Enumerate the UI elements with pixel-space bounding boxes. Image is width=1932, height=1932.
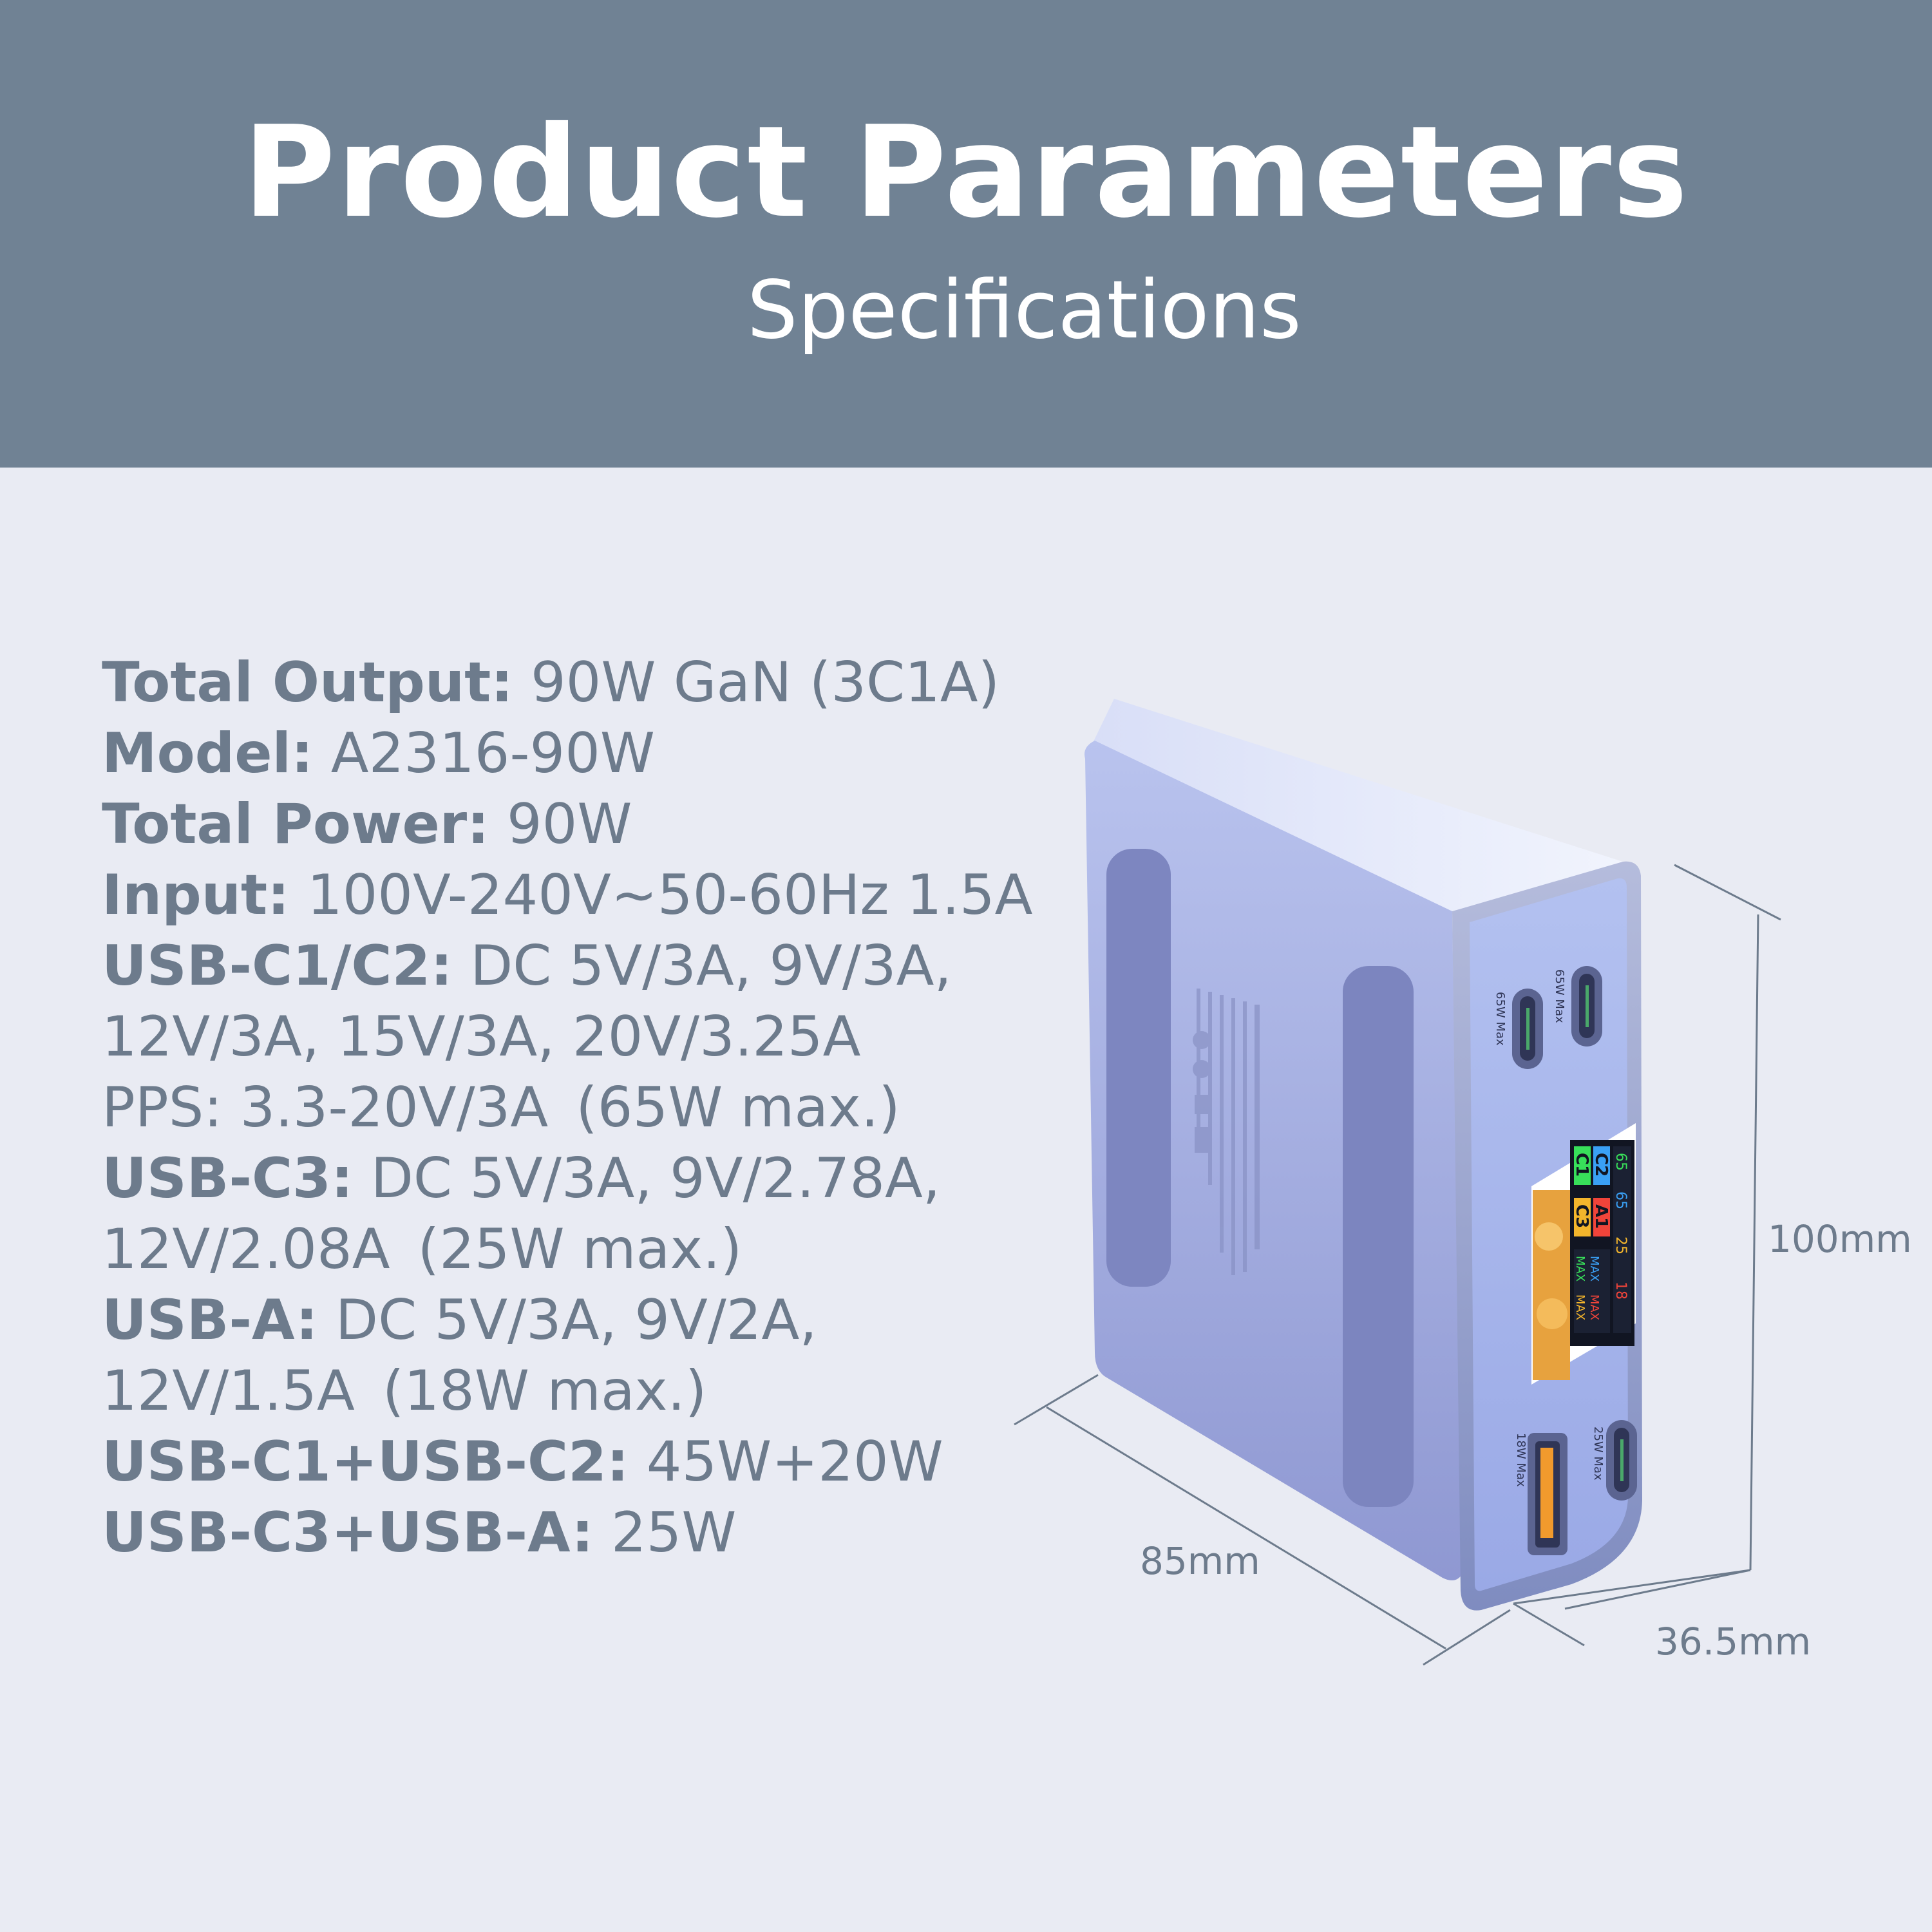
dimension-height-label: 100mm [1768, 1217, 1912, 1261]
spec-label: USB-C1+USB-C2: [102, 1430, 629, 1494]
spec-label: USB-C1/C2: [102, 934, 453, 998]
spec-value: DC 5V/3A, 9V/3A, [452, 934, 952, 998]
spec-label: Input: [102, 863, 290, 927]
spec-line: USB-C3: DC 5V/3A, 9V/2.78A, [102, 1143, 1036, 1214]
spec-label: Model: [102, 721, 314, 786]
spec-value: 25W [593, 1501, 737, 1565]
spec-line: 12V/3A, 15V/3A, 20V/3.25A [102, 1001, 1036, 1072]
display-port-a1: A1 [1591, 1204, 1611, 1229]
display-watts-c1: 65 [1613, 1153, 1629, 1171]
spec-label: USB-C3+USB-A: [102, 1501, 594, 1565]
display-tag-c2: MAX [1587, 1256, 1601, 1282]
spec-value: DC 5V/3A, 9V/2A, [317, 1288, 817, 1352]
usb-c2-port [1512, 989, 1543, 1069]
dimension-length-label: 85mm [1140, 1539, 1260, 1583]
display-watts-c3: 25 [1613, 1236, 1629, 1255]
spec-line: USB-C1+USB-C2: 45W+20W [102, 1426, 1036, 1497]
spec-line: PPS: 3.3-20V/3A (65W max.) [102, 1072, 1036, 1143]
spec-label: USB-A: [102, 1288, 318, 1352]
spec-line: USB-C1/C2: DC 5V/3A, 9V/3A, [102, 931, 1036, 1001]
usb-c3-port [1606, 1420, 1637, 1501]
spec-line: USB-A: DC 5V/3A, 9V/2A, [102, 1285, 1036, 1356]
display-tag-a1: MAX [1587, 1294, 1601, 1320]
page-title: Product Parameters [243, 99, 1689, 246]
spec-label: Total Power: [102, 792, 489, 857]
spec-line: USB-C3+USB-A: 25W [102, 1497, 1036, 1568]
port-label-c3: 25W Max [1591, 1426, 1605, 1481]
spec-value: A2316-90W [313, 721, 655, 786]
usb-a-port [1528, 1433, 1567, 1555]
display-row-a1 [1593, 1198, 1610, 1236]
display-port-c1: C1 [1572, 1153, 1591, 1177]
display-tag-c1: MAX [1573, 1256, 1587, 1282]
spec-value: PPS: 3.3-20V/3A (65W max.) [102, 1075, 900, 1140]
spec-value: 12V/2.08A (25W max.) [102, 1217, 743, 1282]
spec-value: 12V/1.5A (18W max.) [102, 1359, 707, 1423]
spec-line: Model: A2316-90W [102, 718, 1036, 789]
port-label-c2: 65W Max [1493, 992, 1507, 1046]
spec-list: Total Output: 90W GaN (3C1A) Model: A231… [102, 647, 1036, 1568]
page-subtitle: Specifications [747, 264, 1302, 357]
dimension-depth-label: 36.5mm [1655, 1620, 1812, 1663]
spec-line: Total Power: 90W [102, 789, 1036, 860]
spec-line: Total Output: 90W GaN (3C1A) [102, 647, 1036, 718]
spec-value: 90W GaN (3C1A) [513, 650, 1000, 715]
port-label-c1: 65W Max [1553, 969, 1566, 1023]
side-regulatory-text [1193, 989, 1260, 1275]
side-grip-panel [1106, 849, 1171, 1287]
spec-line: 12V/2.08A (25W max.) [102, 1214, 1036, 1285]
charger-top-face [1085, 699, 1623, 918]
display-row-c3 [1574, 1198, 1591, 1236]
display-tag-c3: MAX [1573, 1294, 1587, 1320]
display-watts-a1: 18 [1613, 1282, 1629, 1300]
port-label-a: 18W Max [1514, 1433, 1528, 1487]
spec-value: 45W+20W [629, 1430, 943, 1494]
display-row-c2 [1593, 1146, 1610, 1185]
usb-c1-port [1571, 966, 1602, 1046]
spec-line: Input: 100V-240V~50-60Hz 1.5A [102, 860, 1036, 931]
side-grip-panel [1343, 966, 1414, 1507]
spec-value: 100V-240V~50-60Hz 1.5A [289, 863, 1033, 927]
display-port-c2: C2 [1591, 1153, 1611, 1177]
display-watts-c2: 65 [1613, 1191, 1629, 1209]
spec-value: 90W [489, 792, 632, 857]
spec-value: 12V/3A, 15V/3A, 20V/3.25A [102, 1005, 861, 1069]
header-banner: Product Parameters Specifications [0, 0, 1932, 468]
display-port-c3: C3 [1572, 1204, 1591, 1228]
dimension-lines [1014, 864, 1781, 1666]
spec-label: Total Output: [102, 650, 513, 715]
display-row-c1 [1574, 1146, 1591, 1185]
spec-label: USB-C3: [102, 1146, 354, 1211]
spec-value: DC 5V/3A, 9V/2.78A, [353, 1146, 941, 1211]
spec-line: 12V/1.5A (18W max.) [102, 1356, 1036, 1426]
status-display: C1 C2 C3 A1 65 65 25 18 MAX MAX MAX MAX [1531, 1123, 1636, 1385]
